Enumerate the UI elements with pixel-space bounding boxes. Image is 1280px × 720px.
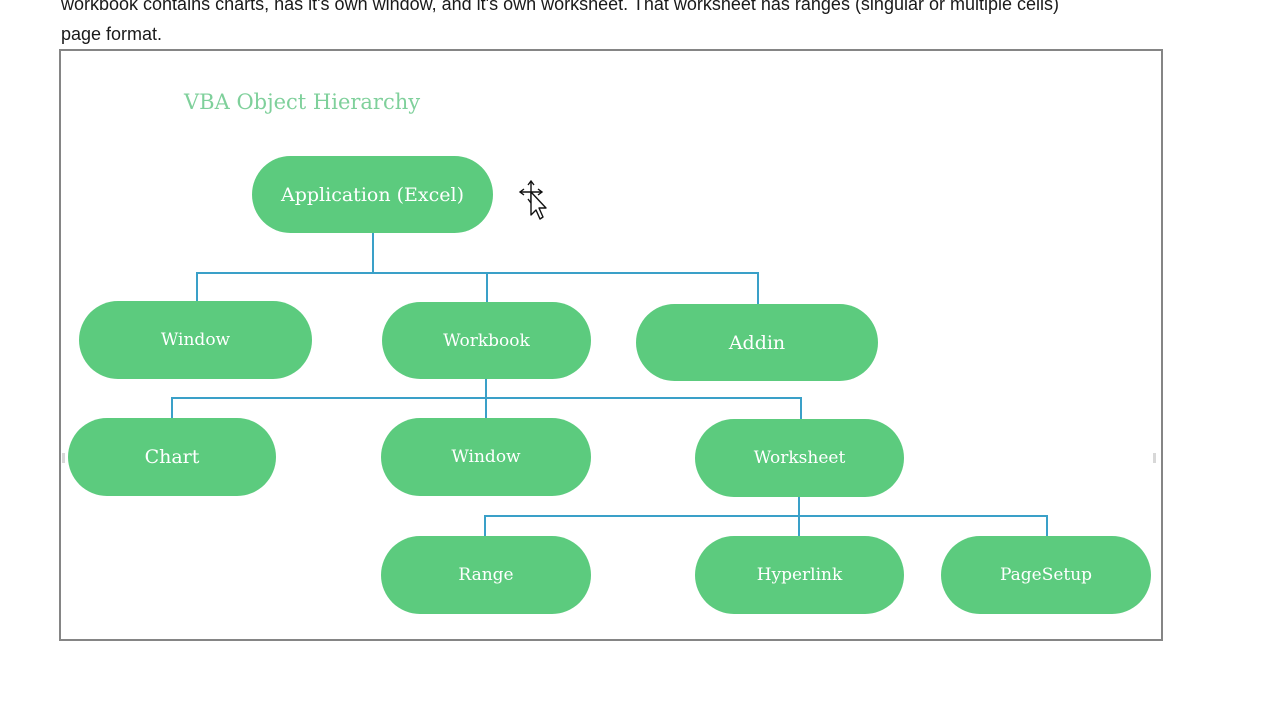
node-chart[interactable]: Chart xyxy=(68,418,276,496)
node-workbook[interactable]: Workbook xyxy=(382,302,591,379)
document-text: workbook contains charts, has it's own w… xyxy=(61,0,1280,49)
diagram-title: VBA Object Hierarchy xyxy=(184,90,421,114)
move-cursor-icon xyxy=(518,179,547,220)
connector-worksheet xyxy=(484,496,1048,537)
frame-handle-right xyxy=(1153,453,1156,463)
connector-lines xyxy=(171,232,1048,537)
node-application[interactable]: Application (Excel) xyxy=(252,156,493,233)
connector-workbook xyxy=(171,378,802,420)
connector-application xyxy=(196,232,759,305)
node-range[interactable]: Range xyxy=(381,536,591,614)
node-window-workbook[interactable]: Window xyxy=(381,418,591,496)
paragraph-line: workbook contains charts, has it's own w… xyxy=(61,0,1060,14)
node-pagesetup[interactable]: PageSetup xyxy=(941,536,1151,614)
node-window[interactable]: Window xyxy=(79,301,312,379)
paragraph-line: page format. xyxy=(61,24,163,44)
node-worksheet[interactable]: Worksheet xyxy=(695,419,904,497)
frame-handle-left xyxy=(62,453,65,463)
node-hyperlink[interactable]: Hyperlink xyxy=(695,536,904,614)
node-addin[interactable]: Addin xyxy=(636,304,878,381)
diagram-figure[interactable]: VBA Object Hierarchy Application (Excel)… xyxy=(59,49,1163,641)
